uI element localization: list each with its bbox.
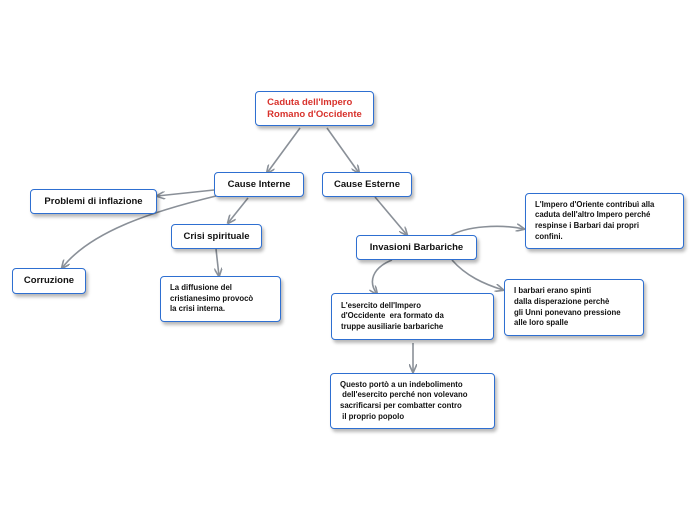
- topic-invasioni-barbariche[interactable]: Invasioni Barbariche: [356, 235, 477, 260]
- edge-invasioni-to-barbari-spinti: [451, 259, 503, 290]
- topic-caduta-impero[interactable]: Caduta dell'Impero Romano d'Occidente: [255, 91, 374, 126]
- topic-cause-esterne[interactable]: Cause Esterne: [322, 172, 412, 197]
- edge-crisi-spirituale-to-diffusione: [216, 248, 219, 276]
- edge-cause-interne-to-corruzione: [62, 195, 217, 268]
- topic-cause-interne[interactable]: Cause Interne: [214, 172, 304, 197]
- note-barbari-spinti[interactable]: I barbari erano spinti dalla disperazion…: [504, 279, 644, 336]
- topic-crisi-spirituale[interactable]: Crisi spirituale: [171, 224, 262, 249]
- edge-root-to-cause-interne: [267, 127, 301, 173]
- edge-cause-esterne-to-invasioni: [374, 196, 407, 235]
- edge-invasioni-to-esercito: [372, 259, 393, 294]
- note-esercito-occidente[interactable]: L'esercito dell'Impero d'Occidente era f…: [331, 293, 494, 340]
- edge-cause-interne-to-crisi-spirituale: [228, 197, 249, 223]
- edge-invasioni-to-impero-oriente: [449, 226, 524, 237]
- edge-cause-interne-to-problemi-inflazione: [157, 189, 215, 196]
- note-indebolimento-esercito[interactable]: Questo portò a un indebolimento dell'ese…: [330, 373, 495, 429]
- note-impero-oriente[interactable]: L'Impero d'Oriente contribuì alla caduta…: [525, 193, 684, 249]
- note-diffusione-cristianesimo[interactable]: La diffusione del cristianesimo provocò …: [160, 276, 281, 322]
- topic-corruzione[interactable]: Corruzione: [12, 268, 86, 294]
- edge-root-to-cause-esterne: [326, 127, 359, 173]
- topic-problemi-inflazione[interactable]: Problemi di inflazione: [30, 189, 157, 214]
